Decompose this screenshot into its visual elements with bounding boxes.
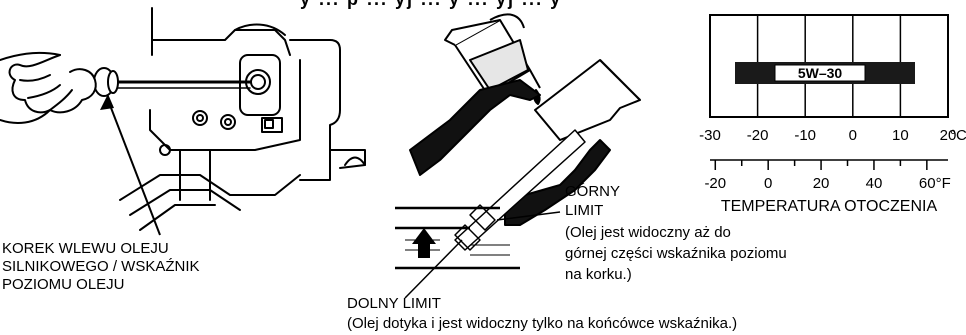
celsius-tick-label: -10 bbox=[794, 127, 816, 144]
filler-cap-label-line-1: KOREK WLEWU OLEJU bbox=[2, 240, 200, 258]
filler-cap-label-line-3: POZIOMU OLEJU bbox=[2, 276, 200, 294]
upper-limit-note: (Olej jest widoczny aż do górnej części … bbox=[565, 222, 787, 285]
lower-limit-note: (Olej dotyka i jest widoczny tylko na ko… bbox=[347, 314, 737, 333]
oil-grade-label: 5W–30 bbox=[798, 65, 843, 81]
filler-cap-label-line-2: SILNIKOWEGO / WSKAŹNIK bbox=[2, 258, 200, 276]
upper-limit-label: GÓRNY LIMIT bbox=[565, 182, 620, 220]
fahrenheit-tick-label: 60°F bbox=[919, 175, 951, 192]
fahrenheit-tick-labels: -20 0 20 40 60°F bbox=[704, 175, 950, 192]
oil-rise-arrow bbox=[412, 228, 436, 258]
upper-note-line-3: na korku.) bbox=[565, 264, 787, 285]
celsius-tick-label: 0 bbox=[849, 127, 857, 144]
upper-note-line-1: (Olej jest widoczny aż do bbox=[565, 222, 787, 243]
temperature-chart: 5W–30 -30 -20 -10 0 10 20 °C -20 0 20 40 60°F TEM… bbox=[699, 15, 966, 215]
axis-title: TEMPERATURA OTOCZENIA bbox=[721, 198, 938, 215]
fahrenheit-tick-label: 0 bbox=[764, 175, 772, 192]
upper-limit-line-1: GÓRNY bbox=[565, 182, 620, 201]
upper-note-line-2: górnej części wskaźnika poziomu bbox=[565, 243, 787, 264]
header-clipped-text: y ... p ... yj ... y ... yj ... y bbox=[300, 0, 562, 9]
fahrenheit-tick-label: 20 bbox=[813, 175, 830, 192]
celsius-tick-label: -20 bbox=[747, 127, 769, 144]
fahrenheit-ticks bbox=[715, 160, 927, 170]
fahrenheit-tick-label: -20 bbox=[704, 175, 726, 192]
engine-illustration bbox=[0, 8, 365, 230]
upper-limit-line-2: LIMIT bbox=[565, 201, 620, 220]
filler-cap-label: KOREK WLEWU OLEJU SILNIKOWEGO / WSKAŹNIK… bbox=[2, 240, 200, 294]
lower-limit-label: DOLNY LIMIT bbox=[347, 294, 441, 313]
celsius-tick-label: 10 bbox=[892, 127, 909, 144]
celsius-tick-label: -30 bbox=[699, 127, 721, 144]
celsius-unit-label: °C bbox=[950, 127, 966, 144]
fahrenheit-tick-label: 40 bbox=[866, 175, 883, 192]
